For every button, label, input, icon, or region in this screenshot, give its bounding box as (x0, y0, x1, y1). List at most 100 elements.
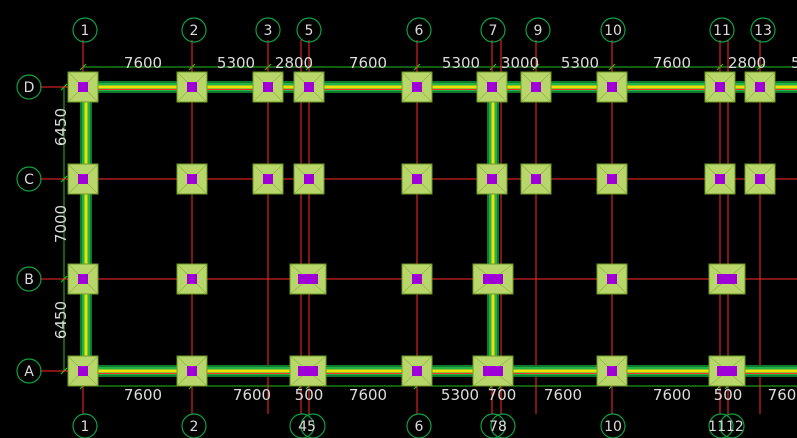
dim-bottom-label: 5300 (441, 386, 479, 404)
column (755, 82, 765, 92)
axis-bubble: 2 (181, 17, 207, 43)
axis-bubble: 1 (72, 17, 98, 43)
column (304, 82, 314, 92)
column (412, 174, 422, 184)
column (487, 82, 497, 92)
column (187, 274, 197, 284)
column (717, 366, 727, 376)
column (607, 274, 617, 284)
axis-bubble-label: D (24, 80, 35, 96)
axis-bubble-label: 1 (81, 419, 90, 435)
footings (67, 71, 776, 387)
column (483, 366, 493, 376)
dim-left-label: 6450 (52, 301, 70, 339)
dimension-labels: 7600 5300 2800 7600 5300 3000 5300 7600 … (52, 54, 797, 404)
column (78, 82, 88, 92)
axis-bubble-label: 2 (190, 23, 199, 39)
column (187, 366, 197, 376)
axis-bubble-label: 2 (190, 419, 199, 435)
dim-top-label: 2800 (728, 54, 766, 72)
column (187, 174, 197, 184)
column (263, 174, 273, 184)
dim-top-label: 5300 (217, 54, 255, 72)
axis-bubble: 9 (525, 17, 551, 43)
column (412, 274, 422, 284)
top-axis-bubbles: 1 2 3 5 6 7 9 10 11 13 (72, 17, 776, 43)
dim-top-label: 2800 (275, 54, 313, 72)
axis-bubble-label: 13 (754, 23, 772, 39)
dim-top-label: 5300 (442, 54, 480, 72)
dim-bottom-label: 500 (714, 386, 743, 404)
axis-bubble-label: 1112 (708, 419, 744, 435)
column (727, 366, 737, 376)
axis-bubble-label: 45 (298, 419, 316, 435)
dim-bottom-label: 760 (768, 386, 797, 404)
column (493, 274, 503, 284)
axis-bubble-label: 3 (264, 23, 273, 39)
axis-bubble: 6 (406, 17, 432, 43)
axis-bubble-label: A (24, 364, 34, 380)
dim-bottom-label: 7600 (544, 386, 582, 404)
column (607, 82, 617, 92)
column (483, 274, 493, 284)
axis-bubble: 45 (289, 413, 326, 438)
axis-bubble-label: 5 (305, 23, 314, 39)
beam-horizontal-core (80, 369, 797, 373)
dim-bottom-label: 700 (488, 386, 517, 404)
column (727, 274, 737, 284)
bottom-axis-bubbles: 1 2 45 6 78 10 1112 (72, 413, 745, 438)
column (308, 274, 318, 284)
axis-bubble: 11 (709, 17, 735, 43)
column (717, 274, 727, 284)
axis-bubble: 1112 (708, 413, 745, 438)
column (78, 174, 88, 184)
dim-tick (489, 63, 497, 71)
axis-bubble-label: B (24, 272, 34, 288)
beam-horizontal-core (80, 85, 797, 89)
axis-bubble: C (16, 166, 42, 192)
dim-top-label: 5300 (561, 54, 599, 72)
column (493, 366, 503, 376)
axis-bubble: 3 (255, 17, 281, 43)
dim-top-label: 7600 (349, 54, 387, 72)
dim-bottom-label: 7600 (233, 386, 271, 404)
axis-bubble-label: C (24, 172, 34, 188)
axis-bubble: 10 (600, 17, 626, 43)
dimension-lines (60, 63, 797, 390)
beam-vertical-core (84, 87, 88, 371)
column (531, 82, 541, 92)
column (78, 366, 88, 376)
axis-bubble: 7 (480, 17, 506, 43)
column (263, 82, 273, 92)
column (607, 174, 617, 184)
column (298, 274, 308, 284)
axis-bubble-label: 6 (415, 23, 424, 39)
dim-left-label: 6450 (52, 108, 70, 146)
dim-top-label: 7600 (653, 54, 691, 72)
dim-top-label: 53 (791, 54, 797, 72)
axis-bubble: D (16, 74, 42, 100)
dim-bottom-label: 500 (295, 386, 324, 404)
column (487, 174, 497, 184)
foundation-beams (80, 81, 797, 377)
axis-bubble-label: 78 (489, 419, 507, 435)
axis-bubble-label: 10 (604, 23, 622, 39)
column (755, 174, 765, 184)
column (531, 174, 541, 184)
axis-bubble: B (16, 266, 42, 292)
column (412, 82, 422, 92)
axis-bubble-label: 6 (415, 419, 424, 435)
axis-bubble-label: 11 (713, 23, 731, 39)
column (715, 174, 725, 184)
axis-bubble: 6 (406, 413, 432, 438)
dim-bottom-label: 7600 (349, 386, 387, 404)
axis-bubble: 78 (480, 413, 516, 438)
column (308, 366, 318, 376)
column (298, 366, 308, 376)
column (187, 82, 197, 92)
axis-bubble-label: 9 (534, 23, 543, 39)
column (304, 174, 314, 184)
column (607, 366, 617, 376)
column (412, 366, 422, 376)
